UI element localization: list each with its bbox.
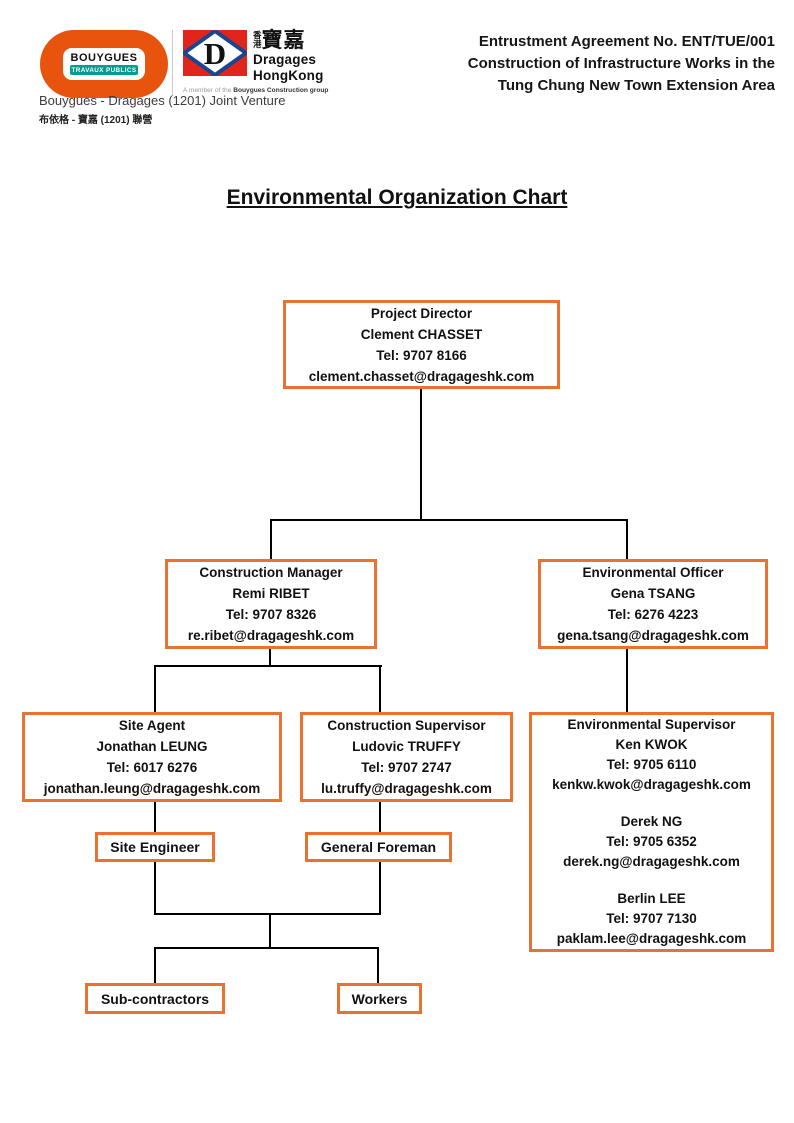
- bouygues-logo-pill: BOUYGUES TRAVAUX PUBLICS: [62, 48, 146, 80]
- org-box-workers: Workers: [337, 983, 422, 1014]
- connector-line: [154, 947, 156, 983]
- email-address: lu.truffy@dragageshk.com: [321, 781, 492, 796]
- dragages-name-line1: Dragages: [253, 52, 317, 67]
- org-box-construction-supervisor: Construction Supervisor Ludovic TRUFFY T…: [300, 712, 513, 802]
- dragages-hongkong-logo: D 香 港 寶嘉 Dragages HongKong A member of t…: [183, 30, 335, 94]
- phone-number: Tel: 9707 7130: [606, 911, 697, 926]
- person-name: Jonathan LEUNG: [96, 739, 208, 754]
- role-label: Construction Supervisor: [327, 718, 486, 733]
- role-label: Site Engineer: [110, 839, 200, 855]
- person-name: Ludovic TRUFFY: [352, 739, 461, 754]
- connector-line: [626, 519, 628, 559]
- travaux-publics-logo-text: TRAVAUX PUBLICS: [69, 65, 139, 75]
- connector-line: [154, 913, 381, 915]
- dragages-diamond-icon: D: [183, 30, 247, 76]
- person-name: Berlin LEE: [617, 891, 686, 906]
- org-box-sub-contractors: Sub-contractors: [85, 983, 225, 1014]
- connector-line: [154, 665, 156, 712]
- email-address: kenkw.kwok@dragageshk.com: [552, 777, 751, 792]
- cn-char-bottom: 港: [253, 39, 262, 49]
- dragages-cn-hongkong: 香 港: [253, 31, 262, 49]
- phone-number: Tel: 9707 8326: [225, 607, 317, 622]
- email-address: paklam.lee@dragageshk.com: [556, 931, 747, 946]
- joint-venture-name-cn: 布依格 - 寶嘉 (1201) 聯營: [39, 115, 153, 126]
- dragages-member-line: A member of the Bouygues Construction gr…: [183, 87, 335, 94]
- logo-divider: [172, 30, 173, 96]
- connector-line: [154, 862, 156, 915]
- connector-line: [420, 389, 422, 520]
- connector-line: [379, 665, 381, 712]
- phone-number: Tel: 6276 4223: [607, 607, 699, 622]
- supervisor-entry: Berlin LEE Tel: 9707 7130 paklam.lee@dra…: [532, 889, 771, 949]
- connector-line: [379, 862, 381, 915]
- supervisor-entry: Derek NG Tel: 9705 6352 derek.ng@dragage…: [532, 812, 771, 872]
- phone-number: Tel: 9707 2747: [361, 760, 452, 775]
- person-name: Gena TSANG: [610, 586, 696, 601]
- connector-line: [269, 649, 271, 667]
- role-label: Site Agent: [118, 718, 186, 733]
- dragages-cn-name: 寶嘉: [261, 29, 306, 52]
- org-box-site-engineer: Site Engineer: [95, 832, 215, 862]
- connector-line: [377, 947, 379, 983]
- email-address: re.ribet@dragageshk.com: [187, 628, 355, 643]
- person-name: Ken KWOK: [615, 737, 688, 752]
- dragages-letter-d: D: [204, 36, 226, 71]
- role-label: General Foreman: [320, 839, 437, 855]
- org-box-environmental-officer: Environmental Officer Gena TSANG Tel: 62…: [538, 559, 768, 649]
- role-label: Workers: [351, 990, 408, 1007]
- role-label: Environmental Officer: [582, 565, 724, 580]
- email-address: derek.ng@dragageshk.com: [563, 854, 740, 869]
- person-name: Derek NG: [620, 814, 683, 829]
- connector-line: [154, 802, 156, 832]
- org-box-site-agent: Site Agent Jonathan LEUNG Tel: 6017 6276…: [22, 712, 282, 802]
- phone-number: Tel: 6017 6276: [106, 760, 198, 775]
- agreement-header: Entrustment Agreement No. ENT/TUE/001 Co…: [345, 31, 775, 97]
- email-address: jonathan.leung@dragageshk.com: [43, 781, 261, 796]
- connector-line: [270, 519, 628, 521]
- dragages-name-line2: HongKong: [253, 67, 324, 83]
- role-label: Sub-contractors: [100, 990, 210, 1007]
- phone-number: Tel: 9705 6110: [606, 757, 697, 772]
- page-title: Environmental Organization Chart: [226, 186, 568, 209]
- connector-line: [154, 665, 382, 667]
- org-box-general-foreman: General Foreman: [305, 832, 452, 862]
- agreement-line-2: Construction of Infrastructure Works in …: [467, 55, 775, 72]
- org-box-construction-manager: Construction Manager Remi RIBET Tel: 970…: [165, 559, 377, 649]
- email-address: clement.chasset@dragageshk.com: [308, 368, 535, 384]
- person-name: Remi RIBET: [232, 586, 310, 601]
- agreement-line-1: Entrustment Agreement No. ENT/TUE/001: [478, 33, 775, 50]
- role-label: Project Director: [370, 305, 473, 321]
- cn-char-top: 香: [253, 30, 262, 40]
- connector-line: [154, 947, 379, 949]
- joint-venture-name-en: Bouygues - Dragages (1201) Joint Venture: [39, 93, 286, 108]
- supervisor-entry: Ken KWOK Tel: 9705 6110 kenkw.kwok@draga…: [532, 735, 771, 795]
- bouygues-travaux-publics-logo: BOUYGUES TRAVAUX PUBLICS: [40, 30, 168, 98]
- org-box-environmental-supervisor: Environmental Supervisor Ken KWOK Tel: 9…: [529, 712, 774, 952]
- role-label: Construction Manager: [199, 565, 343, 580]
- member-line-bold: Bouygues Construction group: [233, 87, 329, 94]
- connector-line: [379, 802, 381, 832]
- member-line-prefix: A member of the: [183, 87, 234, 94]
- phone-number: Tel: 9705 6352: [606, 834, 697, 849]
- agreement-line-3: Tung Chung New Town Extension Area: [497, 77, 775, 94]
- org-box-project-director: Project Director Clement CHASSET Tel: 97…: [283, 300, 560, 389]
- email-address: gena.tsang@dragageshk.com: [557, 628, 749, 643]
- connector-line: [626, 649, 628, 712]
- role-label: Environmental Supervisor: [567, 717, 736, 732]
- connector-line: [270, 519, 272, 559]
- person-name: Clement CHASSET: [360, 326, 483, 342]
- connector-line: [269, 913, 271, 949]
- phone-number: Tel: 9707 8166: [376, 347, 467, 363]
- bouygues-logo-text: BOUYGUES: [70, 52, 138, 64]
